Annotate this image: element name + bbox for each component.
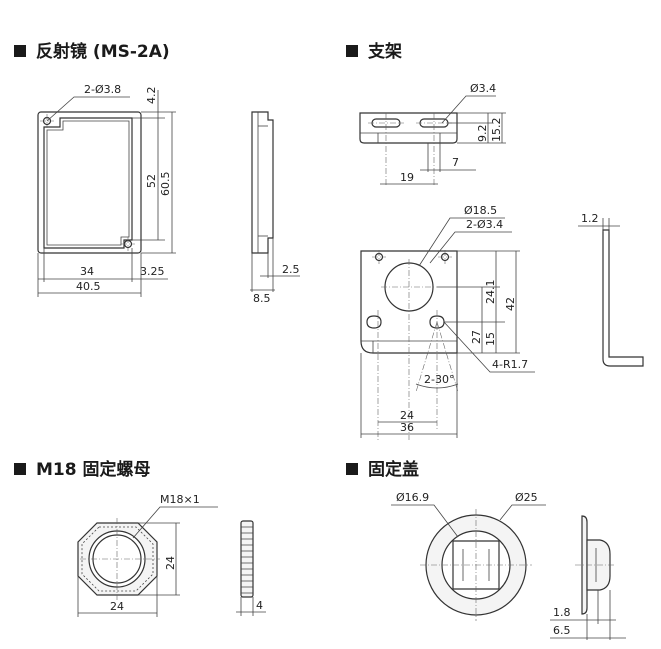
bracket-front-h2: 42 [504,297,517,311]
reflector-inner-width: 34 [80,265,94,278]
nut-height: 24 [164,556,177,570]
bullet-square-icon [14,463,26,475]
bracket-top-view: Ø3.4 9.2 15.2 7 19 [359,82,506,186]
cap-outer-diameter: Ø25 [515,491,538,504]
bracket-angle-arc [415,383,459,389]
nut-front-view: M18×1 24 24 [77,493,218,617]
cap-outer-leader [499,504,546,521]
bracket-top-w2: 19 [400,171,414,184]
bracket-holes-leader [429,231,512,264]
bracket-side-view: 1.2 [578,212,644,367]
bracket-radius: 4-R1.7 [492,358,528,371]
nut-side-outline [240,520,254,598]
cap-inner-leader [391,504,459,538]
bracket-top-h1: 9.2 [476,125,489,143]
bracket-big-hole-leader [418,217,505,267]
bracket-big-hole-label: Ø18.5 [464,204,497,217]
bullet-square-icon [346,45,358,57]
bracket-radius-leader [443,321,535,373]
bracket-side-thickness: 1.2 [581,212,599,225]
reflector-front-view: 2-Ø3.8 4.2 52 60.5 34 3.25 40.5 [37,83,176,297]
reflector-inner-height: 52 [145,174,158,188]
bracket-front-h3: 27 [470,330,483,344]
nut-side-view: 4 [236,520,266,616]
reflector-side-outline [251,111,274,254]
bullet-square-icon [14,45,26,57]
reflector-holes-label: 2-Ø3.8 [84,83,121,96]
reflector-hole-leader [46,96,130,122]
bracket-slot-left [366,315,382,329]
bracket-top-hole: Ø3.4 [470,82,496,95]
nut-width: 24 [110,600,124,613]
bullet-square-icon [346,463,358,475]
nut-thread: M18×1 [160,493,200,506]
bracket-front-w1: 24 [400,409,414,422]
reflector-inner-bevel [46,120,130,246]
bracket-front-view: 2-30° 4-R1.7 2-Ø3.4 Ø18.5 24.1 42 27 15 … [360,204,535,440]
reflector-outer-width: 40.5 [76,280,101,293]
reflector-side-offset: 3.25 [140,265,165,278]
cap-side-flange [581,515,588,615]
cap-square-window [452,540,500,590]
bracket-top-outline [359,112,458,144]
reflector-side-view: 2.5 8.5 [250,111,300,305]
cap-side-view: 1.8 6.5 [550,515,626,640]
bracket-front-h4: 15 [484,332,497,346]
cap-title: 固定盖 [346,455,419,480]
bracket-holes: 2-Ø3.4 [466,218,503,231]
bracket-top-hole-leader [441,95,496,124]
reflector-side-total: 8.5 [253,292,271,305]
bracket-front-w2: 36 [400,421,414,434]
bracket-front-outline [360,250,458,354]
cap-inner-diameter: Ø16.9 [396,491,429,504]
bracket-side-outline [602,229,644,367]
cap-depth-2: 6.5 [553,624,571,637]
cap-front-view: Ø16.9 Ø25 [391,491,546,621]
reflector-outline [37,111,142,254]
bracket-top-w1: 7 [452,156,459,169]
reflector-title: 反射镜 (MS-2A) [14,37,170,62]
reflector-top-offset: 4.2 [145,87,158,105]
bracket-front-h1: 24.1 [484,280,497,305]
bracket-angle: 2-30° [424,373,454,386]
nut-thickness: 4 [256,599,263,612]
bracket-top-h2: 15.2 [490,118,503,143]
cap-depth-1: 1.8 [553,606,571,619]
bracket-title: 支架 [346,37,402,62]
nut-title: M18 固定螺母 [14,455,151,480]
nut-thread-leader [132,506,218,539]
reflector-side-thickness: 2.5 [282,263,300,276]
reflector-inner-outline [43,117,133,249]
reflector-outer-height: 60.5 [159,172,172,197]
